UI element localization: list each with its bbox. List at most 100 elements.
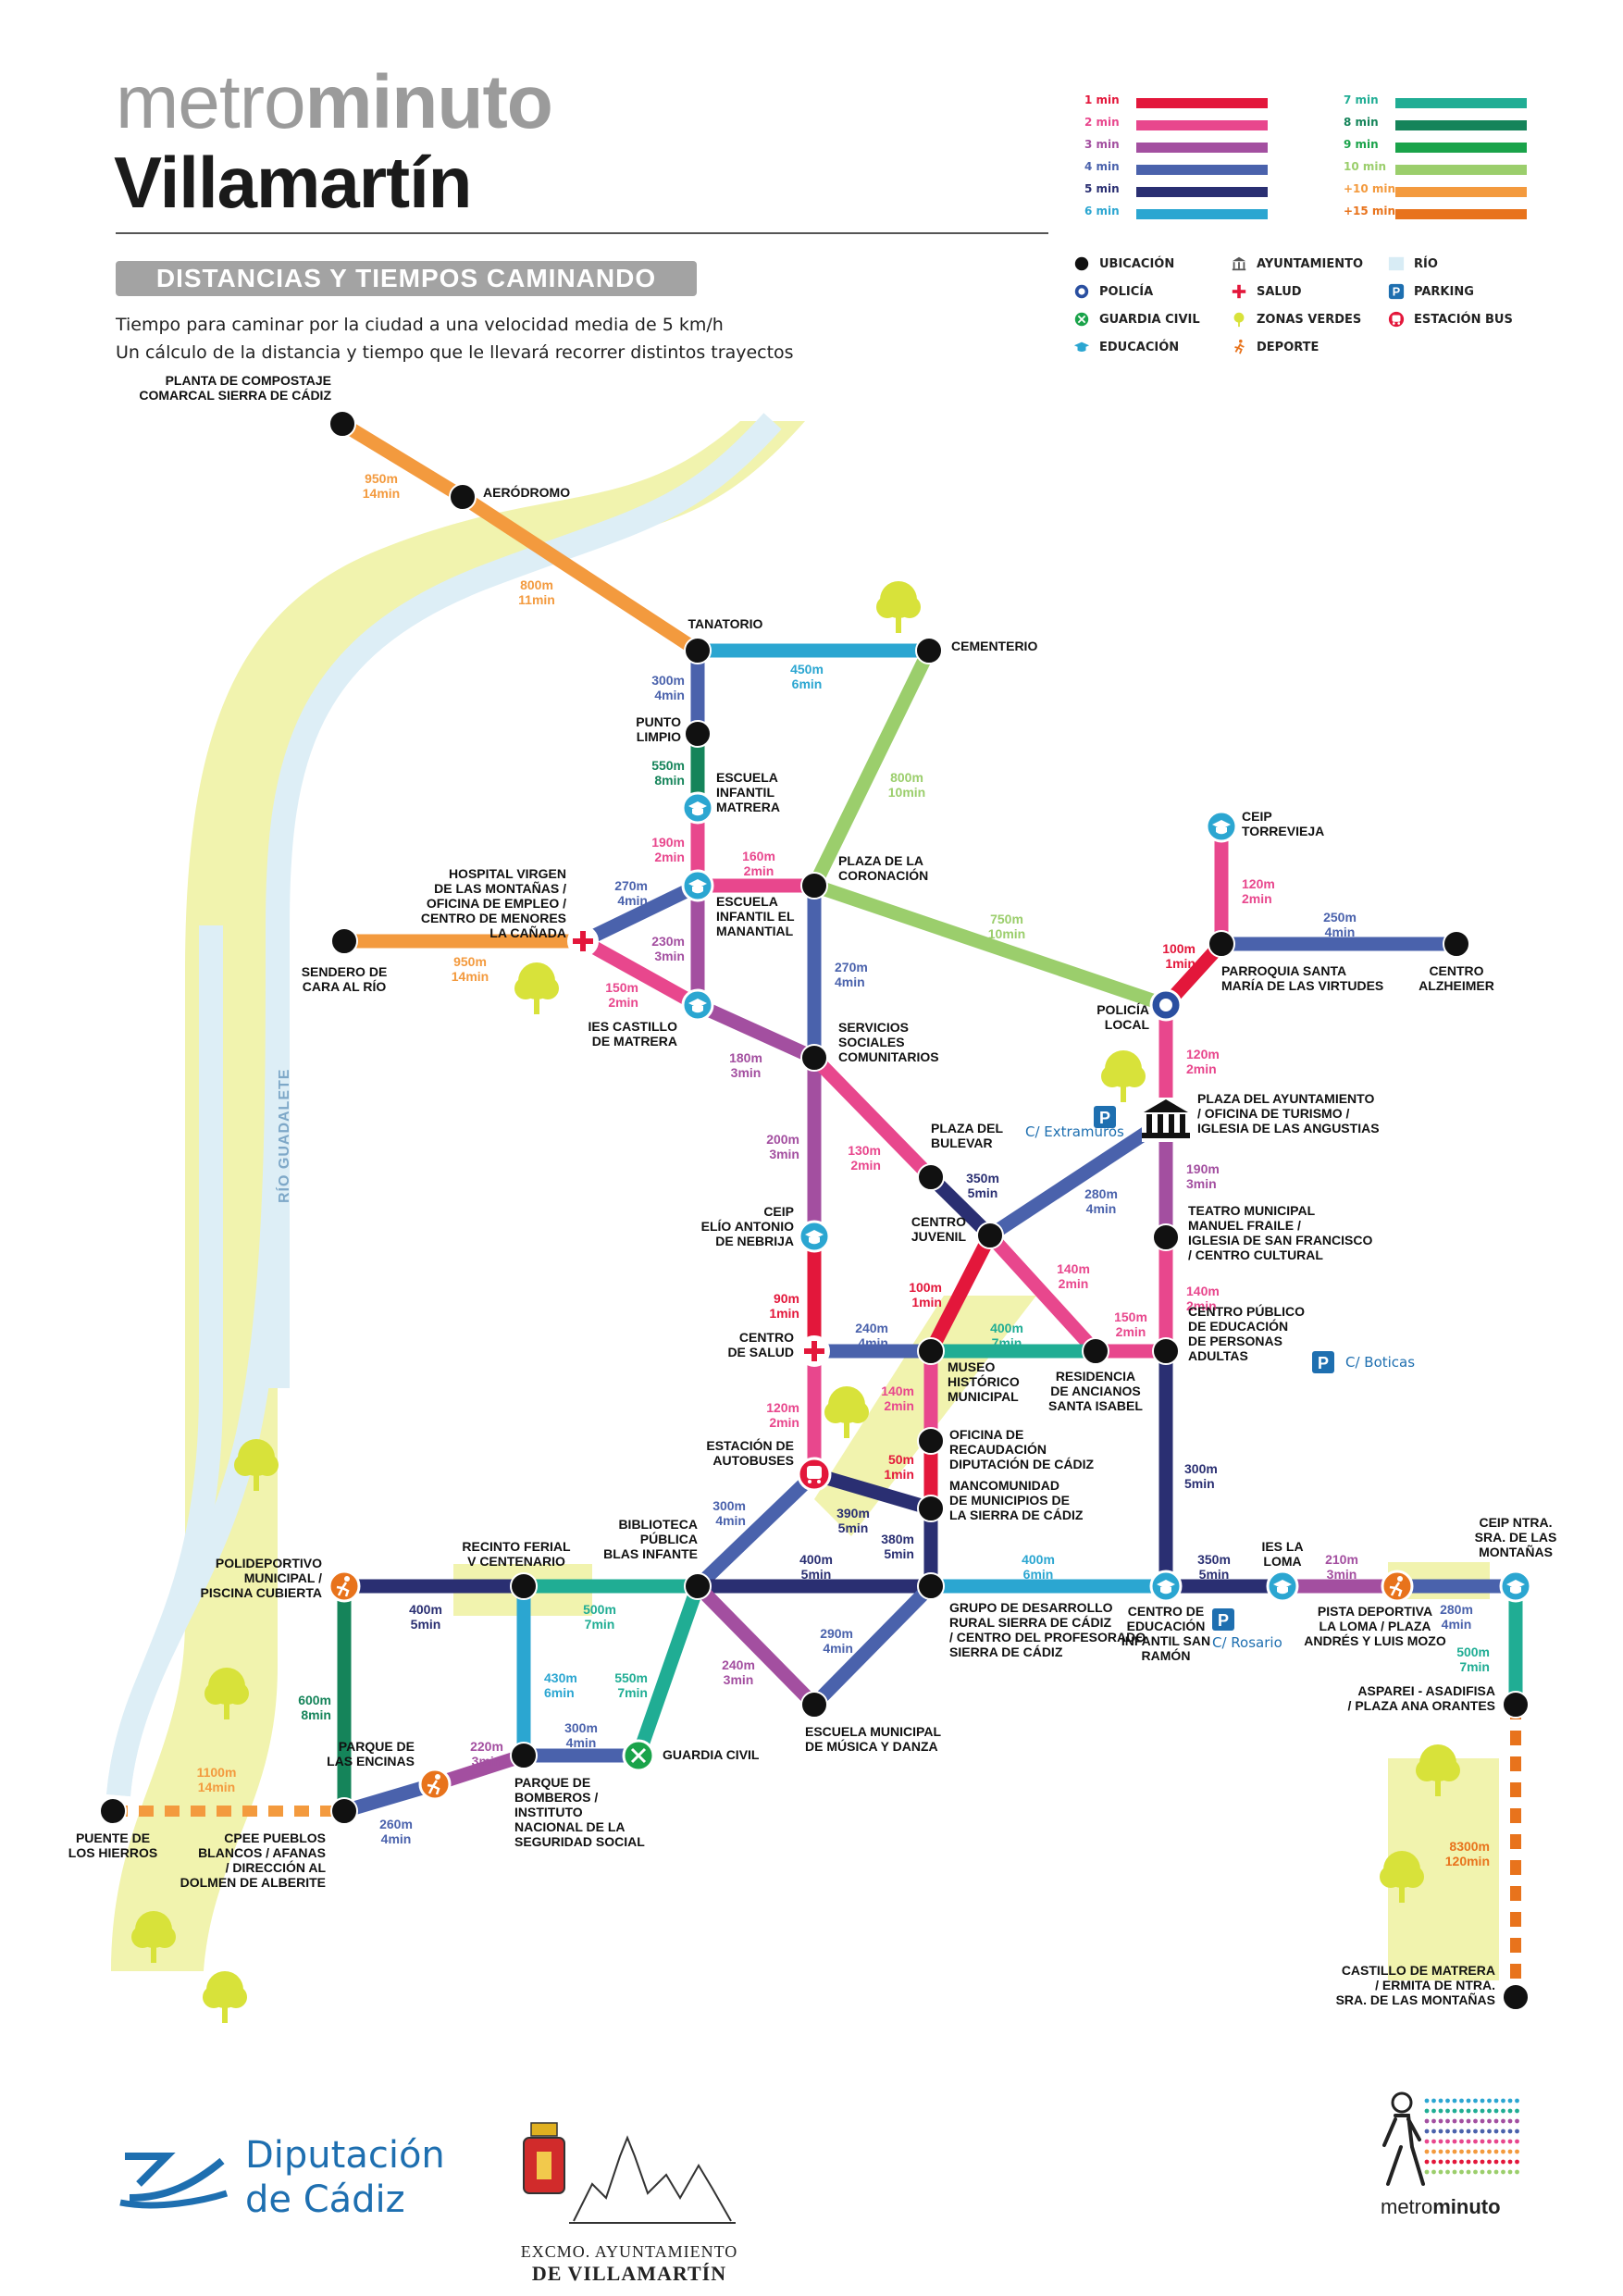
station-guardia[interactable]: GUARDIA CIVIL bbox=[622, 1739, 760, 1772]
segment-distance: 150m bbox=[1114, 1309, 1147, 1324]
station-cementerio[interactable]: CEMENTERIO bbox=[915, 637, 1037, 664]
time-legend-item: 8 min bbox=[1332, 113, 1527, 133]
station-label-line: JUVENIL bbox=[911, 1229, 967, 1244]
station-label-line: LA LOMA / PLAZA bbox=[1319, 1619, 1431, 1633]
station-tanatorio[interactable]: TANATORIO bbox=[684, 616, 763, 664]
time-legend-label: 1 min bbox=[1084, 93, 1120, 106]
segment-time: 5min bbox=[1184, 1476, 1215, 1491]
police-badge-icon bbox=[1074, 284, 1089, 299]
tree-icon bbox=[234, 1439, 279, 1491]
station-castillo[interactable]: CASTILLO DE MATRERA/ ERMITA DE NTRA.SRA.… bbox=[1336, 1963, 1530, 2011]
segment-line bbox=[692, 1469, 820, 1592]
time-legend-label: +10 min bbox=[1344, 182, 1396, 195]
station-label-line: CENTRO DE bbox=[1128, 1604, 1204, 1619]
station-ayuntamiento[interactable]: PLAZA DEL AYUNTAMIENTO/ OFICINA DE TURIS… bbox=[1142, 1091, 1380, 1142]
segment-distance: 390m bbox=[836, 1506, 870, 1520]
metrominuto-footer-text: metrominuto bbox=[1381, 2195, 1501, 2219]
segment-time: 4min bbox=[566, 1735, 597, 1750]
title-divider bbox=[116, 232, 1048, 234]
tree-icon bbox=[204, 1668, 249, 1719]
station-label-line: SANTA ISABEL bbox=[1048, 1398, 1143, 1413]
segment-time: 3min bbox=[769, 1147, 799, 1161]
runner-icon bbox=[418, 1768, 452, 1801]
station-asparei[interactable]: ASPAREI - ASADIFISA/ PLAZA ANA ORANTES bbox=[1348, 1683, 1530, 1719]
segment-line bbox=[809, 1581, 936, 1710]
station-label-line: PISTA DEPORTIVA bbox=[1318, 1604, 1432, 1619]
time-legend-bar bbox=[1395, 143, 1527, 153]
station-label-line: INSTITUTO bbox=[514, 1805, 583, 1819]
station-label-line: DE MÚSICA Y DANZA bbox=[805, 1738, 938, 1754]
segment-time: 5min bbox=[801, 1567, 832, 1582]
station-dot-icon bbox=[1152, 1223, 1180, 1251]
river-label: RÍO GUADALETE bbox=[275, 1069, 292, 1203]
tree-icon bbox=[824, 1386, 869, 1438]
station-label: CASTILLO DE MATRERA/ ERMITA DE NTRA.SRA.… bbox=[1336, 1963, 1495, 2007]
time-legend-bar bbox=[1136, 165, 1268, 175]
segment-distance: 160m bbox=[742, 849, 775, 863]
station-label-line: CORONACIÓN bbox=[838, 867, 928, 883]
segment-time: 5min bbox=[838, 1520, 869, 1535]
time-legend-label: 8 min bbox=[1344, 116, 1379, 129]
segment-time: 4min bbox=[1325, 925, 1356, 939]
station-label-line: RURAL SIERRA DE CÁDIZ bbox=[949, 1615, 1111, 1630]
station-label: PLAZA DEL AYUNTAMIENTO/ OFICINA DE TURIS… bbox=[1197, 1091, 1380, 1136]
time-legend-bar bbox=[1395, 120, 1527, 130]
time-legend-label: 10 min bbox=[1344, 160, 1387, 173]
station-label-line: DOLMEN DE ALBERITE bbox=[180, 1875, 326, 1890]
segment-time: 4min bbox=[835, 974, 865, 989]
station-aerodromo[interactable]: AERÓDROMO bbox=[449, 483, 570, 511]
station-label-line: SRA. DE LAS MONTAÑAS bbox=[1336, 1992, 1495, 2007]
station-dot-icon bbox=[917, 1427, 945, 1455]
